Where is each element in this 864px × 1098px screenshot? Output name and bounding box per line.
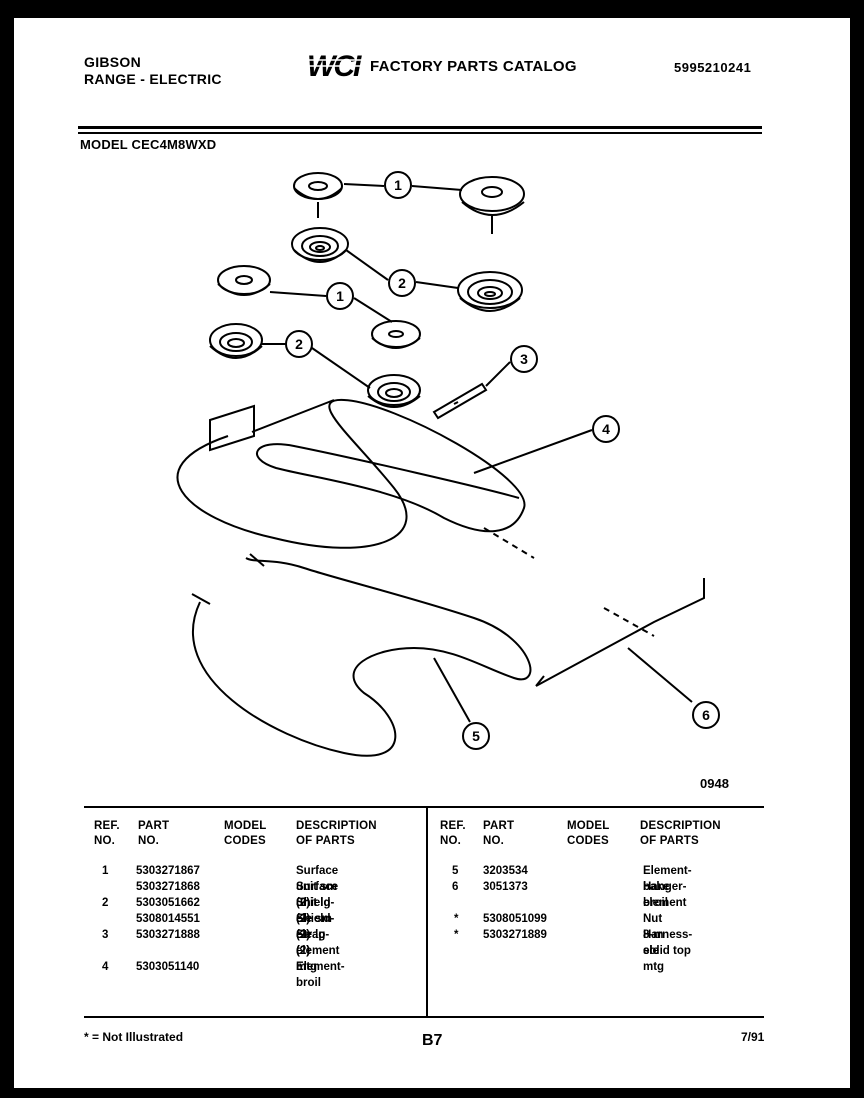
- surface-unit-left-middle: [217, 265, 271, 296]
- right-row-ref: 5: [452, 865, 459, 877]
- date-code: 7/91: [741, 1030, 765, 1044]
- left-row-part: 5303051140: [136, 961, 200, 973]
- right-row-ref: 6: [452, 881, 459, 893]
- svg-text:6: 6: [702, 707, 710, 723]
- left-row-desc: (2): [296, 945, 311, 957]
- right-row-ref: *: [454, 913, 459, 925]
- figure-code: 0948: [700, 776, 729, 791]
- catalog-title: FACTORY PARTS CATALOG: [370, 58, 577, 75]
- left-row-part: 5303271867: [136, 865, 200, 877]
- right-row-desc: Hanger-broil: [643, 881, 687, 909]
- right-row-desc: ele: [643, 945, 659, 957]
- page-code: B7: [422, 1032, 443, 1049]
- shield-center-bottom: [367, 374, 421, 408]
- header-part-right: PART NO.: [483, 820, 515, 847]
- left-row-desc: Surface unit lg (2): [296, 881, 339, 925]
- exploded-diagram: 1 2 1 2 3 4 5: [176, 171, 720, 757]
- callout-6: 6: [692, 701, 720, 729]
- svg-text:5: 5: [472, 728, 480, 744]
- bake-element: [191, 553, 532, 757]
- hanger-broil-element: [483, 527, 705, 687]
- table-top-rule: [84, 806, 764, 808]
- right-row-part: 3203534: [483, 865, 528, 877]
- brand-block: GIBSON RANGE - ELECTRIC: [84, 54, 222, 88]
- svg-text:1: 1: [394, 177, 402, 193]
- header-model-right: MODEL CODES: [567, 820, 610, 847]
- header-part-left: PART NO.: [138, 820, 170, 847]
- left-row-part: 5303271868: [136, 881, 200, 893]
- right-row-part: 3051373: [483, 881, 528, 893]
- callout-3: 3: [510, 345, 538, 373]
- svg-text:4: 4: [602, 421, 610, 437]
- broil-element: [176, 398, 526, 549]
- left-row-ref: 2: [102, 897, 109, 909]
- header-ref-left: REF. NO.: [94, 820, 120, 847]
- left-row-part: 5303271888: [136, 929, 200, 941]
- model-label: MODEL CEC4M8WXD: [80, 137, 217, 152]
- left-row-desc: Shield-ele lg (2): [296, 913, 335, 957]
- callout-2-top: 2: [388, 269, 416, 297]
- callout-2-middle: 2: [285, 330, 313, 358]
- header-model-left: MODEL CODES: [224, 820, 267, 847]
- right-row-part: 5308051099: [483, 913, 547, 925]
- right-row-desc: Element-bake: [643, 865, 692, 893]
- catalog-number: 5995210241: [674, 60, 752, 75]
- brand-name: GIBSON: [84, 54, 142, 70]
- left-row-ref: 3: [102, 929, 109, 941]
- table-divider: [426, 808, 428, 1016]
- svg-text:2: 2: [398, 275, 406, 291]
- parts-sheet: GIBSON RANGE - ELECTRIC WCI FACTORY PART…: [14, 18, 850, 1088]
- callout-1-middle: 1: [326, 282, 354, 310]
- surface-unit-center: [371, 320, 421, 349]
- svg-text:3: 3: [520, 351, 528, 367]
- header-desc-right: DESCRIPTION OF PARTS: [640, 820, 721, 847]
- right-row-desc: Harness-solid top: [643, 929, 693, 957]
- header-desc-left: DESCRIPTION OF PARTS: [296, 820, 377, 847]
- shield-right: [457, 271, 523, 312]
- callout-4: 4: [592, 415, 620, 443]
- not-illustrated-note: * = Not Illustrated: [84, 1030, 184, 1044]
- right-row-part: 5303271889: [483, 929, 547, 941]
- right-row-desc: Nut 8-m ele mtg: [643, 913, 665, 973]
- svg-text:1: 1: [336, 288, 344, 304]
- left-row-desc: Surface unit sm (2): [296, 865, 339, 909]
- product-type: RANGE - ELECTRIC: [84, 71, 222, 87]
- left-row-desc: Element-broil: [296, 961, 345, 989]
- svg-text:2: 2: [295, 336, 303, 352]
- table-bottom-rule: [84, 1016, 764, 1018]
- left-row-desc: Shield-ele sm (2): [296, 897, 335, 941]
- surface-unit-small-top: [293, 172, 343, 218]
- header-rule: [78, 126, 762, 129]
- callout-5: 5: [462, 722, 490, 750]
- logo-text: WCI: [307, 50, 362, 80]
- left-row-ref: 1: [102, 865, 109, 877]
- strap-element-mtg: [432, 382, 488, 420]
- header-ref-right: REF. NO.: [440, 820, 466, 847]
- header-rule-thin: [78, 132, 762, 134]
- surface-unit-large-top: [459, 176, 525, 234]
- left-row-ref: 4: [102, 961, 109, 973]
- wci-logo: WCI: [306, 50, 366, 80]
- left-row-part: 5303051662: [136, 897, 200, 909]
- leader-lines: [262, 183, 693, 723]
- shield-top-middle: [291, 227, 349, 263]
- left-row-desc: Strap-element mtg: [296, 929, 340, 973]
- callouts: 1 2 1 2 3 4 5: [285, 171, 720, 750]
- right-row-ref: *: [454, 929, 459, 941]
- callout-1-top: 1: [384, 171, 412, 199]
- left-row-part: 5308014551: [136, 913, 200, 925]
- shield-left-middle: [209, 323, 263, 359]
- right-row-desc: element: [643, 897, 687, 909]
